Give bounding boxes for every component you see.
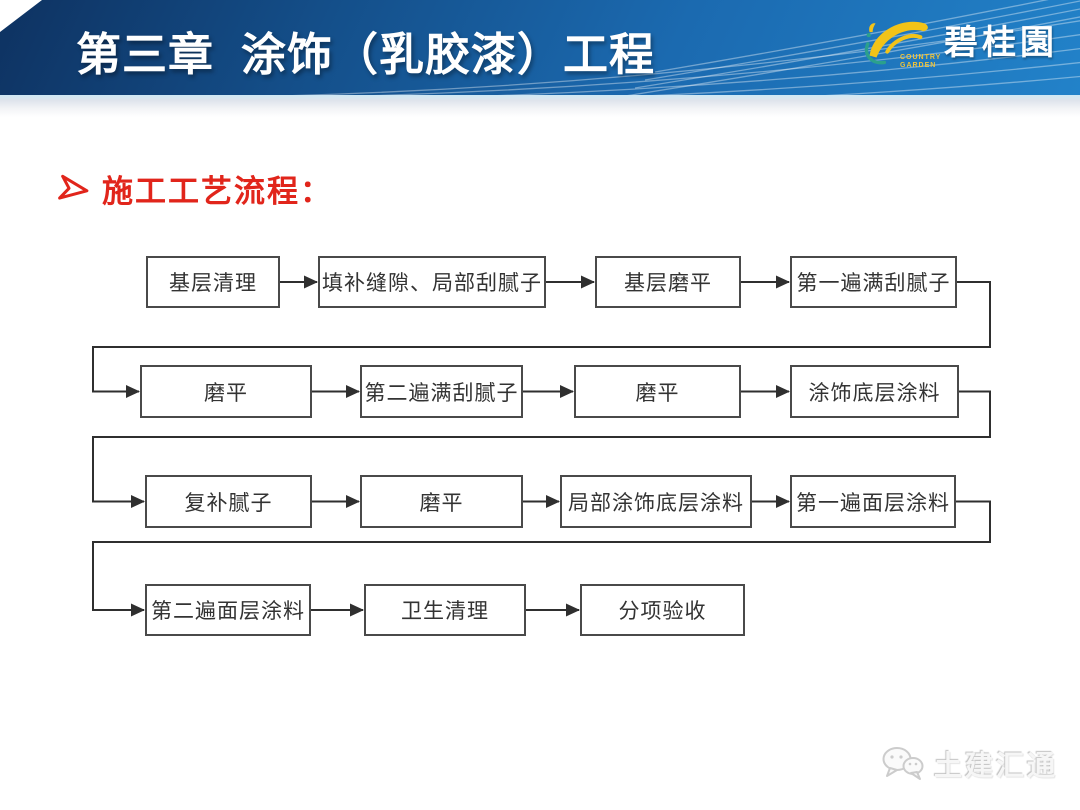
- flow-step-box: 复补腻子: [145, 475, 312, 528]
- arrowhead-bullet-icon: [58, 174, 89, 200]
- watermark: 土建汇通: [880, 744, 1058, 784]
- flow-step-box: 填补缝隙、局部刮腻子: [318, 256, 546, 308]
- slide-header: 第三章 涂饰（乳胶漆）工程 COUNTRY GARDEN 碧桂園: [0, 0, 1080, 95]
- watermark-text: 土建汇通: [933, 750, 1058, 781]
- flow-step-box: 第一遍满刮腻子: [790, 256, 957, 308]
- section-heading-text: 施工工艺流程：: [102, 174, 333, 209]
- header-bottom-strip: [0, 95, 1080, 117]
- flow-step-box: 分项验收: [580, 584, 745, 636]
- brand-name-en: COUNTRY GARDEN: [900, 54, 941, 70]
- section-heading: 施工工艺流程：: [58, 166, 333, 211]
- brand-swoosh-icon: [864, 21, 928, 65]
- flow-step-box: 磨平: [360, 475, 523, 528]
- flow-step-box: 卫生清理: [364, 584, 526, 636]
- flow-step-box: 第二遍满刮腻子: [360, 365, 523, 418]
- header-decorative-curves: [292, 0, 1080, 95]
- brand-name-cn: 碧桂園: [944, 23, 1058, 62]
- chat-bubbles-icon: [882, 747, 924, 780]
- brand-logo: COUNTRY GARDEN 碧桂園: [858, 10, 1058, 70]
- flow-step-box: 涂饰底层涂料: [790, 365, 959, 418]
- flow-step-box: 磨平: [140, 365, 312, 418]
- slide-title: 第三章 涂饰（乳胶漆）工程: [76, 29, 656, 80]
- flow-step-box: 基层清理: [146, 256, 280, 308]
- flow-step-box: 基层磨平: [595, 256, 741, 308]
- flow-step-box: 局部涂饰底层涂料: [560, 475, 752, 528]
- flow-step-box: 磨平: [574, 365, 741, 418]
- flow-step-box: 第一遍面层涂料: [790, 475, 956, 528]
- flow-step-box: 第二遍面层涂料: [145, 584, 311, 636]
- brand-en-line2: GARDEN: [900, 62, 937, 69]
- brand-en-line1: COUNTRY: [900, 54, 942, 61]
